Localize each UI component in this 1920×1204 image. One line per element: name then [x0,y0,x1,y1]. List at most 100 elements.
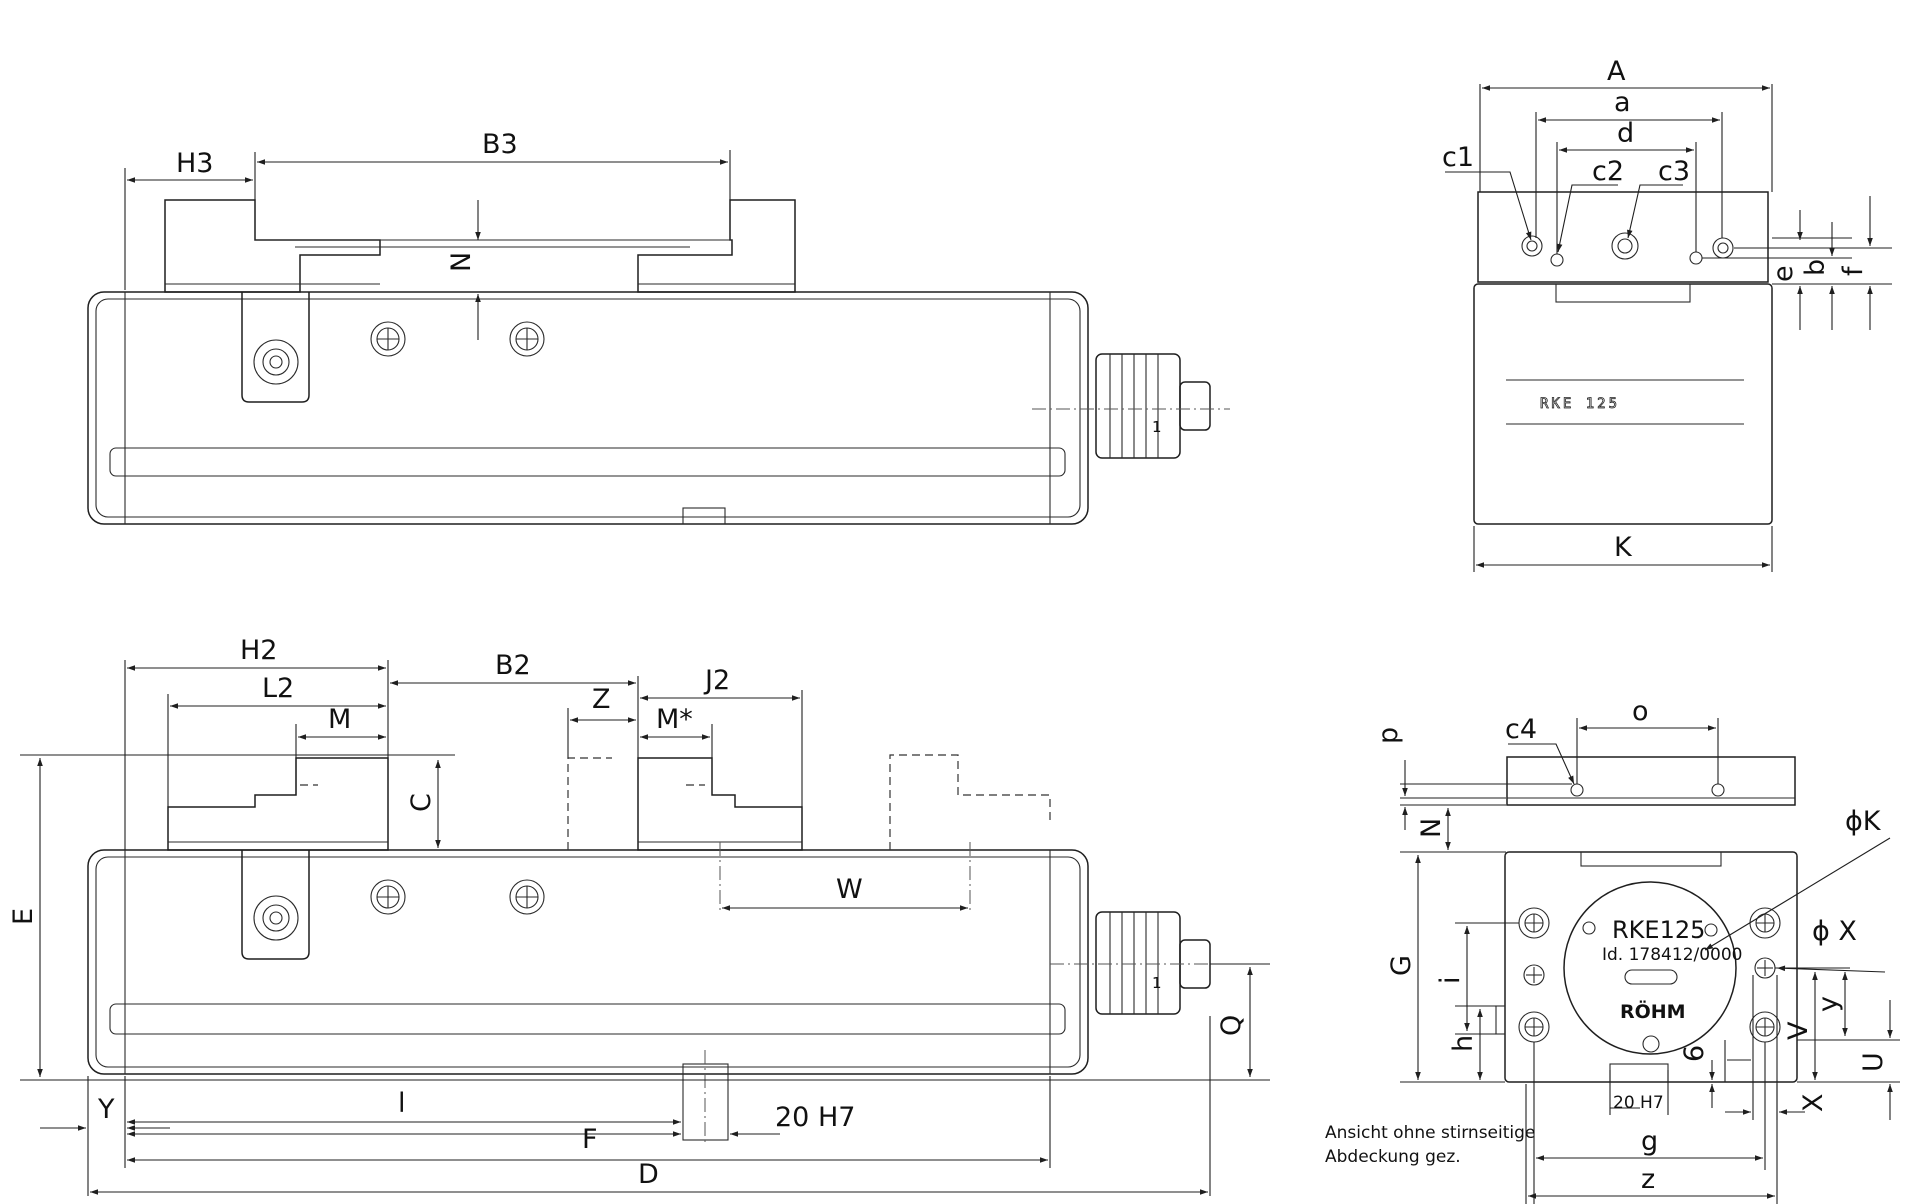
label-c3: c3 [1658,156,1690,187]
jaw-block [1506,756,1796,806]
key-block [1495,1005,1506,1035]
lock-handle [241,850,310,960]
label-six: 6 [1679,1045,1710,1062]
hole-icon [1689,251,1703,265]
moving-jaw [637,757,803,851]
screw-icon [370,879,406,915]
lock-ring-icon [262,904,290,932]
hole-icon [1521,235,1543,257]
label-a-lower: a [1614,87,1631,118]
guide-rail [109,447,1066,477]
label-h: h [1448,1035,1479,1052]
label-v: V [1783,1021,1814,1040]
phantom-jaw-outline [889,754,1051,850]
side-stamp: RKE 125 [1540,396,1620,412]
label-c: C [406,793,437,812]
phantom-jaw-outline [567,757,612,850]
key-slot [682,507,726,525]
leader-c2 [1556,184,1618,253]
lock-center-icon [269,355,283,369]
label-w: W [836,874,863,905]
vise-body-inner-outline [95,856,1081,1068]
label-f: f [1838,265,1869,276]
label-z-lower: z [1641,1164,1655,1195]
screw-icon [509,321,545,357]
label-phi-k: ϕK [1845,806,1882,837]
hole-icon [1704,923,1718,937]
hole-icon [1642,1035,1660,1053]
label-phi-x: ϕ X [1812,916,1857,947]
label-c4: c4 [1505,714,1537,745]
jaw-tongue [1580,851,1722,867]
vise-body-outline [87,849,1089,1075]
pin-hole-icon [1523,964,1545,986]
label-g-lower: g [1641,1126,1658,1157]
plate-id: Id. 178412/0000 [1602,945,1743,965]
drive-knob: 1 [1095,911,1211,1015]
label-z: Z [592,684,611,715]
label-l: l [398,1088,406,1119]
brand-logo: RÖHM [1620,999,1686,1023]
label-fit-front: 20 H7 [775,1102,855,1133]
lock-ring-icon [253,339,299,385]
leader-c4 [1508,743,1575,785]
bottom-end-view: RKE125 Id. 178412/0000 RÖHM [1325,696,1900,1204]
note-line-1: Ansicht ohne stirnseitige [1325,1123,1535,1143]
screw-icon [1749,907,1781,939]
label-u: U [1858,1052,1889,1072]
label-o: o [1632,696,1649,727]
hole-icon [1570,783,1584,797]
screw-icon [1518,907,1550,939]
label-j2: J2 [703,665,730,696]
label-n-top: N [446,252,477,272]
leader-phi-k [1704,837,1891,951]
label-l2: L2 [262,673,294,704]
lock-ring-icon [262,348,290,376]
plate-slot [1624,969,1678,985]
label-b3: B3 [482,129,518,160]
label-b2: B2 [495,650,531,681]
lock-ring-icon [253,895,299,941]
leader-c3 [1627,184,1683,239]
vise-body-inner-outline [95,298,1081,518]
lock-handle [241,292,310,403]
label-m-star: M* [656,704,693,735]
screw-icon [509,879,545,915]
plate-model: RKE125 [1612,916,1705,944]
name-plate [1563,881,1737,1055]
key-block [1609,1063,1669,1083]
label-c1: c1 [1442,142,1474,173]
label-h2: H2 [240,635,277,666]
label-b: b [1800,259,1831,276]
hole-icon [1611,232,1639,260]
top-end-view: RKE 125 A a d c1 c2 [1442,56,1892,572]
hole-icon [1550,253,1564,267]
fixed-jaw [164,199,381,293]
label-k: K [1614,532,1633,563]
pin-hole-icon [1754,957,1776,979]
note-line-2: Abdeckung gez. [1325,1147,1461,1167]
vise-body-end [1473,283,1773,525]
hole-icon [1582,921,1596,935]
vise-body-outline [87,291,1089,525]
leader-c1 [1445,171,1532,241]
label-y: Y [97,1094,115,1125]
label-g: G [1386,955,1417,976]
label-q: Q [1216,1015,1247,1036]
label-n-end: N [1416,818,1447,838]
leader-phi-x [1776,965,1886,973]
bottom-side-view: 1 [8,635,1270,1196]
label-c2: c2 [1592,156,1624,187]
moving-jaw [637,199,796,293]
label-a-upper: A [1607,56,1626,87]
top-side-view: 1 H3 B3 N [87,129,1230,525]
label-e: e [1768,265,1799,282]
knob-mark: 1 [1152,974,1162,992]
label-fit-end: 20 H7 [1613,1093,1664,1113]
jaw-tongue [1555,283,1691,303]
hole-icon [1711,783,1725,797]
label-d: d [1617,118,1634,149]
jaw-block [1477,191,1769,283]
hole-icon [1712,237,1734,259]
